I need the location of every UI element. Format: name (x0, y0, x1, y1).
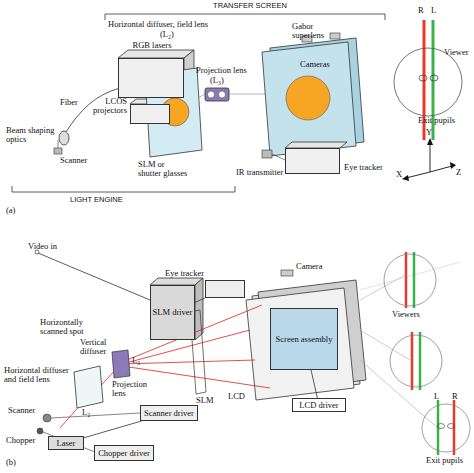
connector (84, 421, 142, 438)
connector (195, 298, 205, 302)
box-label: RGB lasers (119, 41, 185, 50)
box-label: LCD driver (293, 399, 345, 411)
device-box: LCOS projectors (130, 104, 170, 124)
part-label: L₂ (82, 408, 96, 417)
part-label: LCD (228, 392, 248, 401)
part-label: Horizontal diffuser, field lens (108, 20, 228, 29)
part-label: R (452, 392, 462, 401)
part-label: Vertical diffuser (80, 338, 126, 356)
part-label: Chopper (6, 436, 46, 445)
part-label: X (396, 170, 406, 179)
part-label: Viewer (444, 48, 474, 57)
part-label: Cameras (300, 60, 340, 69)
box-label: Screen assembly (271, 309, 337, 369)
box-label: Eye tracker (344, 163, 394, 172)
part-label: Beam shaping optics (6, 126, 56, 144)
part-label: Video in (28, 242, 68, 251)
part-label: Viewers (392, 310, 432, 319)
part-label: (a) (6, 206, 22, 215)
device-box: Scanner driver (140, 405, 198, 421)
part-label: IR transmitter (236, 168, 296, 177)
part-label: Horizontally scanned spot (40, 318, 102, 336)
box-label: SLM driver (151, 286, 194, 339)
part-label: Fiber (60, 98, 86, 107)
part-label: SLM or shutter glasses (138, 160, 188, 178)
part-label: Gabor superlens (292, 22, 336, 40)
part-label: L₃ (132, 356, 146, 365)
part-label: Exit pupils (418, 116, 472, 125)
part-label: (L₃) (210, 76, 240, 85)
box-label: Laser (49, 437, 83, 449)
part-label: TRANSFER SCREEN (205, 2, 295, 10)
device-box: Laser (48, 436, 84, 450)
part-label: Scanner (60, 156, 100, 165)
box-label: Scanner driver (141, 406, 197, 420)
device-box: Eye tracker (285, 148, 340, 174)
connector-line (84, 421, 142, 438)
device-box: Screen assembly (270, 308, 338, 370)
device-box: RGB lasers (118, 58, 184, 98)
part-label: Projection lens (112, 380, 152, 398)
device-box: Chopper driver (94, 445, 154, 461)
part-label: LIGHT ENGINE (70, 196, 150, 204)
part-label: Scanner (8, 406, 48, 415)
box-label: Chopper driver (95, 446, 153, 460)
connector (311, 370, 317, 398)
part-label: (L₂) (160, 30, 190, 39)
part-label: L (431, 6, 441, 15)
part-label: Projection lens (196, 66, 256, 75)
device-box: LCD driver (292, 398, 346, 412)
device-box: SLM driver (150, 285, 195, 340)
part-label: Exit pupils (426, 456, 474, 465)
part-label: Camera (296, 262, 336, 271)
part-label: Z (456, 168, 466, 177)
part-label: L (434, 392, 444, 401)
part-label: SLM (196, 396, 216, 405)
part-label: (b) (6, 458, 22, 467)
part-label: R (418, 6, 428, 15)
connector-line (311, 370, 317, 398)
box-label: Eye tracker (156, 269, 204, 278)
box-label: LCOS projectors (87, 97, 127, 115)
device-box: Eye tracker (205, 280, 245, 298)
part-label: Y (426, 128, 436, 137)
part-label: Horizontal diffuser and field lens (4, 366, 72, 384)
connector-line (195, 298, 205, 302)
